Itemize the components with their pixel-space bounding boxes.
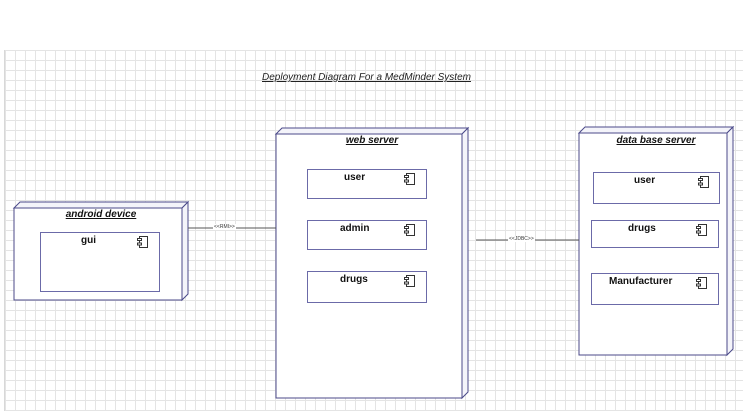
node-label-web: web server	[345, 135, 399, 146]
component-web-drugs[interactable]: drugs	[307, 271, 427, 303]
connector-jdbc-label: <<JDBC>>	[508, 236, 535, 242]
connector-rmi-label: <<RMI>>	[213, 224, 236, 230]
component-label: user	[634, 175, 656, 186]
component-gui[interactable]: gui	[40, 232, 160, 292]
uml-component-icon	[696, 224, 707, 236]
component-label: drugs	[628, 223, 656, 234]
uml-component-icon	[137, 236, 148, 248]
component-label: admin	[340, 223, 370, 234]
uml-component-icon	[698, 176, 709, 188]
uml-component-icon	[404, 275, 415, 287]
uml-component-icon	[404, 224, 415, 236]
component-db-drugs[interactable]: drugs	[591, 220, 719, 248]
node-label-db: data base server	[616, 135, 696, 146]
diagram-title: Deployment Diagram For a MedMinder Syste…	[262, 72, 471, 83]
component-web-admin[interactable]: admin	[307, 220, 427, 250]
component-label: drugs	[340, 274, 368, 285]
component-label: Manufacturer	[609, 276, 673, 287]
uml-component-icon	[696, 277, 707, 289]
component-label: gui	[81, 235, 96, 246]
node-label-android: android device	[65, 209, 137, 220]
uml-component-icon	[404, 173, 415, 185]
component-db-user[interactable]: user	[593, 172, 720, 204]
component-db-manufacturer[interactable]: Manufacturer	[591, 273, 719, 305]
component-label: user	[344, 172, 366, 183]
component-web-user[interactable]: user	[307, 169, 427, 199]
